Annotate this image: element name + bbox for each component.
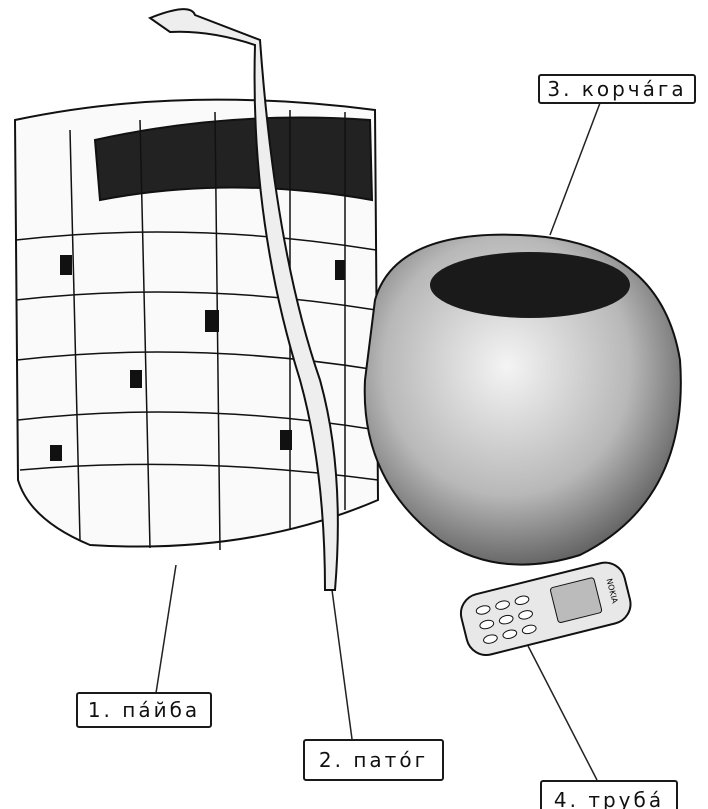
label-4-text: 4. труба́ [553, 788, 665, 809]
label-1-text: 1. па́йба [87, 698, 201, 722]
leader-line-1 [155, 564, 177, 694]
pot-drawing [363, 233, 682, 566]
label-3-text: 3. корча́га [547, 77, 687, 101]
leader-lines [155, 102, 601, 781]
stick-drawing [147, 8, 339, 591]
phone-drawing: NOKIA [459, 561, 632, 656]
label-3: 3. корча́га [538, 74, 696, 104]
label-2: 2. пато́г [303, 739, 444, 781]
leader-line-3 [549, 102, 601, 236]
label-4: 4. труба́ [540, 780, 678, 809]
leader-line-2 [331, 589, 353, 740]
leader-line-4 [524, 639, 598, 781]
label-1: 1. па́йба [76, 692, 212, 728]
label-2-text: 2. пато́г [318, 748, 429, 772]
basket-drawing [13, 98, 380, 551]
